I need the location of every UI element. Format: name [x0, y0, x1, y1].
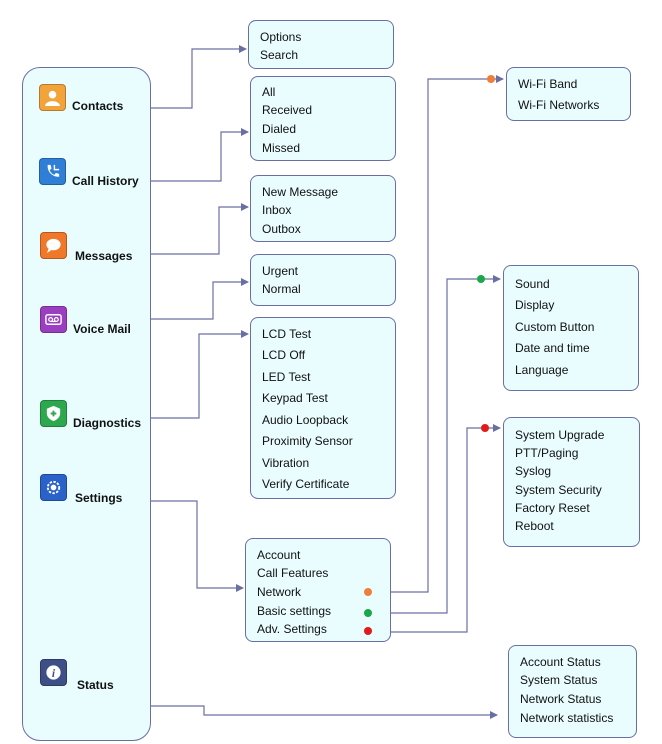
- menu-item[interactable]: Reboot: [515, 519, 554, 533]
- connector-diagnostics: [151, 330, 249, 419]
- menu-label-messages[interactable]: Messages: [75, 249, 133, 263]
- menu-item[interactable]: Received: [262, 103, 313, 117]
- connector-basic: [371, 275, 501, 614]
- menu-item[interactable]: Options: [260, 30, 302, 44]
- menu-item[interactable]: Date and time: [515, 341, 590, 355]
- basic-settings-submenu: Sound Display Custom Button Date and tim…: [503, 265, 639, 391]
- menu-item[interactable]: Sound: [515, 277, 550, 291]
- connector-messages: [151, 203, 249, 255]
- menu-item[interactable]: Wi-Fi Networks: [518, 98, 600, 112]
- menu-item[interactable]: Language: [515, 363, 569, 377]
- menu-label-voice-mail[interactable]: Voice Mail: [73, 322, 131, 336]
- voicemail-icon[interactable]: [40, 306, 67, 333]
- menu-item[interactable]: LCD Off: [262, 348, 306, 362]
- menu-item[interactable]: Syslog: [515, 464, 552, 478]
- menu-item[interactable]: New Message: [262, 185, 339, 199]
- menu-item[interactable]: Inbox: [262, 203, 292, 217]
- menu-item[interactable]: Custom Button: [515, 320, 595, 334]
- connector-status: [151, 705, 498, 719]
- menu-item[interactable]: Basic settings: [257, 604, 332, 618]
- menu-item[interactable]: Network: [257, 585, 302, 599]
- call-history-icon[interactable]: [39, 158, 66, 185]
- menu-item[interactable]: Adv. Settings: [257, 622, 327, 636]
- menu-item[interactable]: System Status: [520, 673, 598, 687]
- menu-label-diagnostics[interactable]: Diagnostics: [73, 416, 142, 430]
- network-indicator-dot: [364, 588, 372, 596]
- menu-item[interactable]: Call Features: [257, 566, 329, 580]
- menu-item[interactable]: Display: [515, 298, 555, 312]
- status-icon[interactable]: i: [40, 659, 67, 686]
- menu-label-settings[interactable]: Settings: [75, 491, 123, 505]
- menu-item[interactable]: LCD Test: [262, 327, 312, 341]
- menu-item[interactable]: System Upgrade: [515, 428, 605, 442]
- menu-item[interactable]: Account: [257, 548, 301, 562]
- network-submenu: Wi-Fi Band Wi-Fi Networks: [506, 67, 631, 121]
- menu-item[interactable]: Network statistics: [520, 711, 614, 725]
- menu-item[interactable]: Factory Reset: [515, 501, 590, 515]
- menu-item[interactable]: Wi-Fi Band: [518, 77, 578, 91]
- connector-voice-mail: [151, 278, 249, 320]
- contacts-icon[interactable]: [39, 84, 66, 111]
- messages-submenu: New Message Inbox Outbox: [250, 175, 396, 242]
- menu-item[interactable]: Vibration: [262, 456, 310, 470]
- menu-item[interactable]: PTT/Paging: [515, 446, 579, 460]
- connector-network: [371, 75, 504, 593]
- call-history-submenu: All Received Dialed Missed: [250, 76, 396, 161]
- advanced-settings-submenu: System Upgrade PTT/Paging Syslog System …: [503, 417, 640, 547]
- menu-item[interactable]: Missed: [262, 141, 301, 155]
- menu-item[interactable]: Search: [260, 48, 299, 62]
- menu-item[interactable]: Keypad Test: [262, 391, 328, 405]
- menu-item[interactable]: Normal: [262, 282, 301, 296]
- menu-item[interactable]: System Security: [515, 483, 602, 497]
- basic-settings-indicator-dot: [364, 609, 372, 617]
- menu-item[interactable]: Network Status: [520, 692, 602, 706]
- svg-text:i: i: [52, 668, 56, 680]
- menu-item[interactable]: Urgent: [262, 264, 299, 278]
- menu-label-call-history[interactable]: Call History: [72, 174, 139, 188]
- messages-icon[interactable]: [40, 232, 67, 259]
- menu-item[interactable]: All: [262, 85, 276, 99]
- status-submenu: Account Status System Status Network Sta…: [508, 645, 637, 738]
- menu-item[interactable]: Dialed: [262, 122, 297, 136]
- menu-label-status[interactable]: Status: [77, 678, 114, 692]
- connector-settings: [151, 500, 244, 592]
- advanced-settings-indicator-dot: [481, 424, 489, 432]
- connector-contacts: [151, 45, 247, 109]
- contacts-submenu: Options Search: [248, 20, 394, 69]
- diagnostics-icon[interactable]: [40, 400, 67, 427]
- menu-item[interactable]: Account Status: [520, 655, 601, 669]
- menu-label-contacts[interactable]: Contacts: [72, 99, 124, 113]
- menu-item[interactable]: LED Test: [262, 370, 311, 384]
- advanced-settings-indicator-dot: [364, 627, 372, 635]
- basic-settings-indicator-dot: [477, 275, 485, 283]
- diagnostics-submenu: LCD Test LCD Off LED Test Keypad Test Au…: [250, 317, 396, 499]
- menu-item[interactable]: Verify Certificate: [262, 477, 350, 491]
- menu-item[interactable]: Outbox: [262, 222, 301, 236]
- menu-item[interactable]: Proximity Sensor: [262, 434, 353, 448]
- menu-item[interactable]: Audio Loopback: [262, 413, 349, 427]
- network-indicator-dot: [487, 75, 495, 83]
- settings-icon[interactable]: [40, 474, 67, 501]
- voice-mail-submenu: Urgent Normal: [250, 254, 396, 306]
- connector-call-history: [151, 128, 249, 182]
